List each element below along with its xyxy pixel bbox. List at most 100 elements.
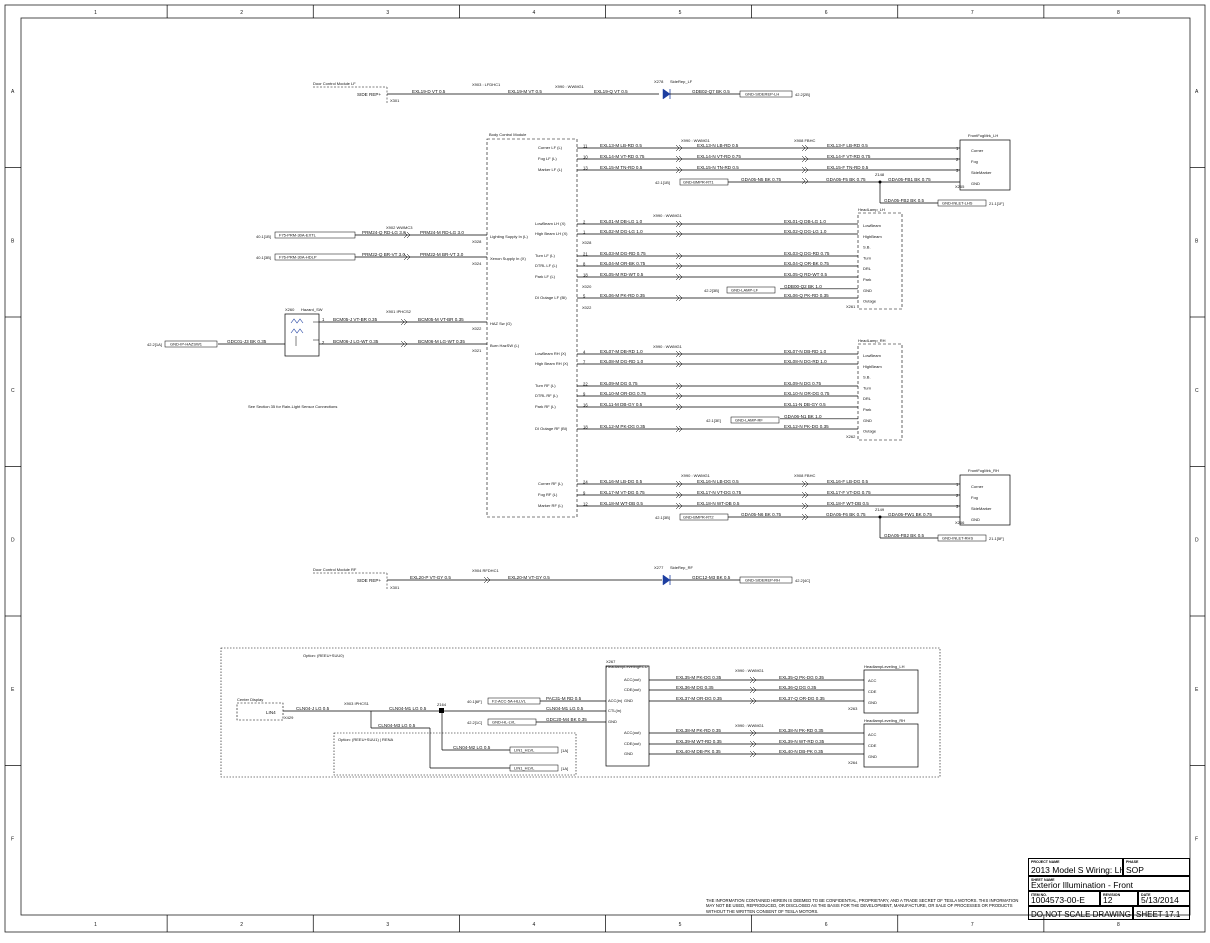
- conn-x908: X908 FBHC: [794, 473, 815, 478]
- sheet-ref: 42.2[2B]: [795, 92, 810, 97]
- grid-row-label: A: [11, 89, 15, 95]
- pin-number: 18: [583, 273, 588, 278]
- wire-label: EXL12-M PK-DG 0.35: [600, 424, 646, 429]
- grid-col-label: 5: [679, 922, 682, 928]
- sheet-ref: 42.1[1B]: [655, 180, 670, 185]
- ref-gnd-siderep-rh: GND-SIDEREP-RH: [745, 578, 780, 583]
- headlamp-leveling-circuit: Option: (REEU+SUU0) Option: (REEU+SUU1) …: [220, 647, 941, 778]
- bcm-pin-label: Turn LF (L): [535, 253, 556, 258]
- sheet-ref: 40.1[3B]: [256, 255, 271, 260]
- supply-circuit: X902 WWMC3 40.1[1B] F75-PRM-30A-EXTL PRM…: [256, 225, 487, 261]
- ref-gnd-hl-lvl: GND-HL-LVL: [492, 720, 516, 725]
- pin-number: 18: [583, 425, 588, 430]
- grid-col-label: 8: [1117, 922, 1120, 928]
- conn-x904: X904 RFDHC1: [472, 568, 499, 573]
- pin-number: 1: [583, 230, 586, 235]
- bcm-box: [486, 138, 578, 518]
- sheet-ref: 42.2[1A]: [147, 342, 162, 347]
- wire-label: EXL07-N DB-RD 1.0: [784, 349, 827, 354]
- grid-col-label: 1: [94, 10, 97, 16]
- bcm-title: Body Control Module: [489, 132, 527, 137]
- conn-x990: X990 : WWMG1: [681, 473, 711, 478]
- ref-gnd-lamp-lf: GND-LAMP-LF: [731, 288, 759, 293]
- confidentiality-notice: THE INFORMATION CONTAINED HEREIN IS DEEM…: [706, 898, 1019, 914]
- conn-id: X020: [582, 284, 592, 289]
- hazard-switch-circuit: X260 Hazard_SW 1 2 X901 IPHCS2 BCM05-J V…: [147, 307, 487, 409]
- wire-label: EXL15-F TN-RD 0.5: [827, 165, 869, 170]
- module-pin-label: ACC: [868, 678, 877, 683]
- ref-gnd-ip-hazsw: GND-IP-HAZSW1: [170, 342, 203, 347]
- module-pin-label: ACC: [868, 732, 877, 737]
- ref-gnd-inlet-lhs: GND-INLET-LHS: [942, 201, 973, 206]
- module-pin-label: Outage: [863, 299, 877, 304]
- wire-label: CLN04-M2 LG 0.5: [453, 745, 491, 750]
- wire-label: EXL40-M DB-PK 0.35: [676, 749, 721, 754]
- headlamp-lh-circuit: X990 : WWMG1 Lighting Supply In (L)Xenon…: [472, 207, 903, 353]
- pin-number: 9: [583, 392, 586, 397]
- module-pin-label: HighBeam: [863, 234, 882, 239]
- module-pin-label: S.B.: [863, 375, 871, 380]
- grid-row-label: C: [1195, 388, 1199, 394]
- wire-label: EXL19-D VT 0.5: [412, 89, 446, 94]
- siderep-rf-circuit: Door Control Module RF SIDE REP+ X301 EX…: [313, 565, 810, 590]
- wire-label: EXL14-F VT-RD 0.75: [827, 154, 871, 159]
- wire-label: PRM22-M BR-VT 3.0: [420, 252, 464, 257]
- grid-row-label: B: [1195, 238, 1199, 244]
- module-pin-label: Fog: [971, 159, 978, 164]
- wire-label: EXL02-M DG-LG 1.0: [600, 229, 643, 234]
- svg-text:1: 1: [322, 317, 325, 322]
- grid-col-label: 7: [971, 922, 974, 928]
- grid-col-label: 6: [825, 922, 828, 928]
- wire-label: EXL39-M WT-RD 0.35: [676, 739, 722, 744]
- wire-label: EXL17-M VT-DG 0.75: [600, 490, 645, 495]
- center-display-pin: LIN4: [266, 710, 276, 715]
- module-pin-label: CDE: [868, 743, 877, 748]
- sheet-ref: [1A]: [561, 766, 568, 771]
- module-pin-label: GND: [608, 719, 617, 724]
- wire-label: EXL18-F WT-DB 0.5: [827, 501, 869, 506]
- module-pin-label: GND: [863, 418, 872, 423]
- pin-number: 13: [583, 166, 588, 171]
- wire-label: BCM05-J VT-BR 0.35: [333, 317, 378, 322]
- pin-number: 2: [583, 220, 586, 225]
- grid-col-label: 7: [971, 10, 974, 16]
- wire-label: BCM06-J LG-WT 0.35: [333, 339, 379, 344]
- ref-f76: F76-PRM-30A-HDLP: [279, 255, 317, 260]
- hlcu-box: [605, 665, 650, 767]
- pin-number: 12: [583, 502, 588, 507]
- conn-x990: X990 : WWMG1: [735, 668, 765, 673]
- hazard-sw-conn: X260: [285, 307, 295, 312]
- wire-label: BCM05-M VT-BR 0.35: [418, 317, 464, 322]
- fog-rh-conn: X266: [955, 520, 965, 525]
- module-pin-label: Outage: [863, 429, 877, 434]
- wire-label: EXL36-M DG 0.35: [676, 685, 714, 690]
- sheet-ref: 42.1[3B]: [655, 515, 670, 520]
- grid-row-label: C: [11, 388, 15, 394]
- bcm-pin-label: Burn HazSW (L): [490, 343, 520, 348]
- grid-col-label: 4: [532, 10, 535, 16]
- wire-label: EXL39-N WT-RD 0.35: [779, 739, 825, 744]
- sheet-ref: 42.2[4C]: [795, 578, 810, 583]
- sheet-ref: 40.1[6F]: [467, 699, 482, 704]
- conn-id: X022: [582, 305, 592, 310]
- headlamp-rh-title: HeadLamp_RH: [858, 338, 886, 343]
- wire-label: EXL06-Q PK-RD 0.35: [784, 293, 829, 298]
- wire-label: GDC12-M3 BK 0.5: [692, 575, 731, 580]
- sheet-cell: SHEET 17.1: [1133, 906, 1190, 920]
- grid-col-label: 3: [386, 10, 389, 16]
- wire-label: GDB02-Q7 BK 0.5: [692, 89, 730, 94]
- wire-label: EXL15-M TN-RD 0.5: [600, 165, 643, 170]
- module-pin-label: ACC(out): [624, 730, 641, 735]
- ref-gnd-bmpr-rt1: GND-BMPR-RT1: [683, 180, 714, 185]
- wire-label: GDC20-M4 BK 0.35: [546, 717, 587, 722]
- wire-label: EXL13-N LB-RD 0.5: [697, 143, 739, 148]
- scale-note: DO NOT SCALE DRAWING: [1031, 910, 1132, 919]
- item-number: 1004573-00-E: [1031, 895, 1085, 905]
- bcm-pin-label: Marker RF (L): [538, 503, 564, 508]
- wire-label: PAC31-M RD 0.5: [546, 696, 582, 701]
- wire-label: EXL04-Q OR-BK 0.75: [784, 261, 829, 266]
- sheet-name-cell: SHEET NAME Exterior Illumination - Front: [1028, 876, 1190, 891]
